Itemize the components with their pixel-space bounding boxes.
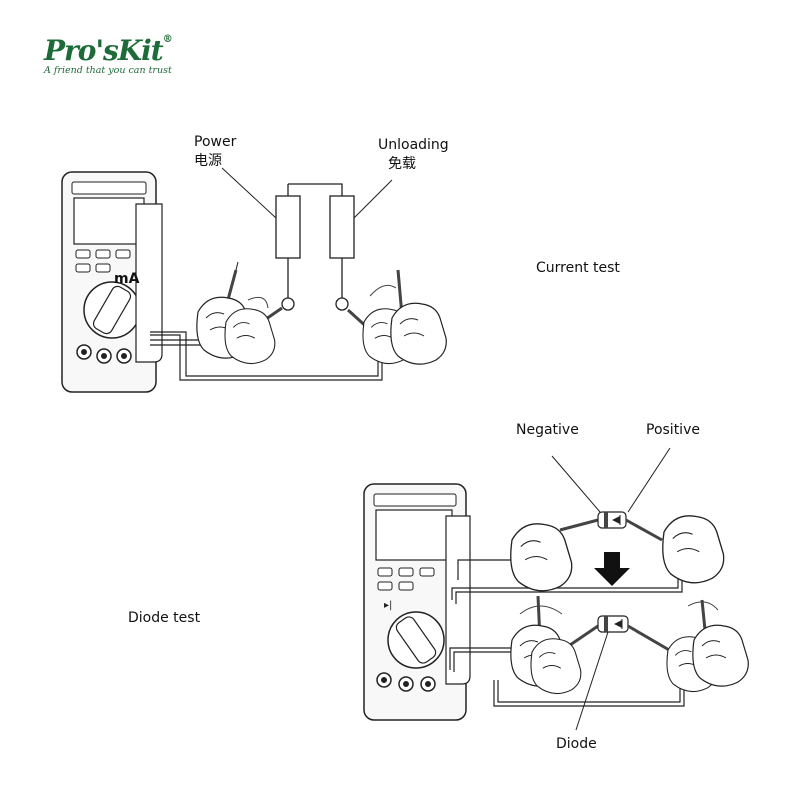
unloading-box xyxy=(329,195,355,259)
svg-text:▸|: ▸| xyxy=(384,600,392,611)
diode-top xyxy=(559,511,663,542)
left-hands-current xyxy=(196,261,283,365)
terminal-left xyxy=(281,297,295,311)
diode-test-title: Diode test xyxy=(128,610,201,626)
multimeter-current xyxy=(61,171,163,393)
current-test-title: Current test xyxy=(536,260,620,276)
brand-tagline: A friend that you can trust xyxy=(44,65,172,76)
diode-label: Diode xyxy=(556,736,597,752)
right-hands-current xyxy=(346,269,447,365)
unloading-label: Unloading 免载 xyxy=(378,137,449,172)
brand-name: Pro'sKit xyxy=(44,34,164,67)
brand-logo: Pro'sKit® A friend that you can trust xyxy=(44,34,173,76)
power-source-box xyxy=(275,195,301,259)
terminal-right xyxy=(335,297,349,311)
down-arrow-icon xyxy=(594,552,630,586)
meter-unit-label: mA xyxy=(114,271,140,287)
meter-display xyxy=(73,197,145,245)
multimeter-diode: ▸| xyxy=(363,483,471,721)
negative-label: Negative xyxy=(516,422,579,438)
meter-display-2 xyxy=(375,509,453,561)
positive-label: Positive xyxy=(646,422,700,438)
power-label: Power 电源 xyxy=(194,134,237,169)
